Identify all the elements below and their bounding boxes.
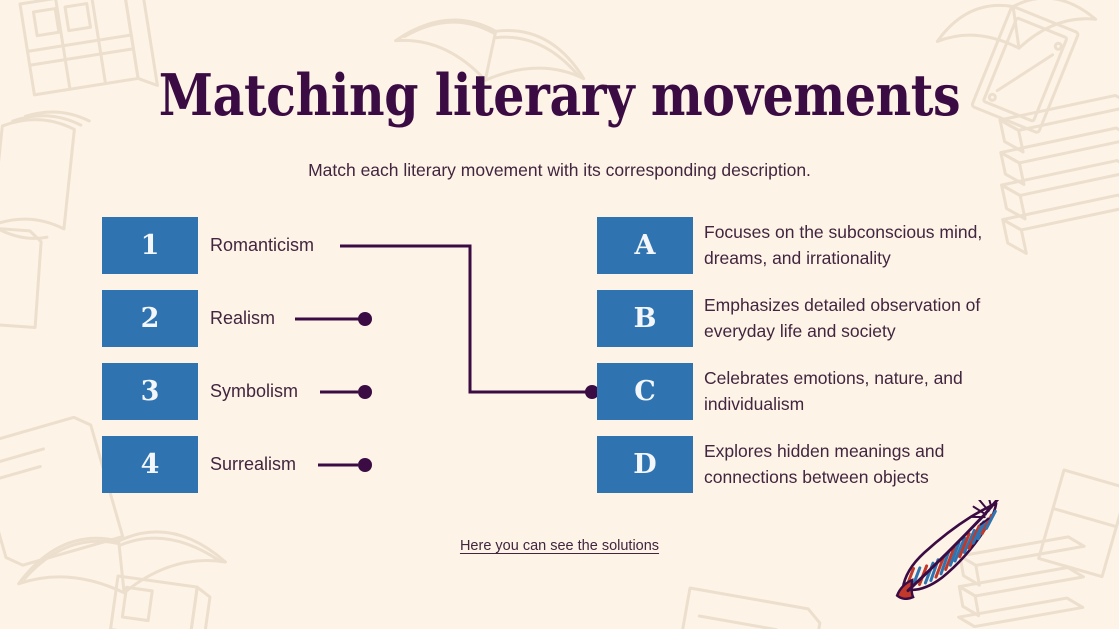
list-item[interactable]: 1 Romanticism [102, 217, 314, 274]
marker-label: 2 [140, 303, 160, 334]
connector-endpoint-4[interactable] [358, 458, 372, 472]
marker-chip-d[interactable]: D [597, 436, 693, 493]
list-item[interactable]: B Emphasizes detailed observation of eve… [597, 290, 1014, 347]
left-column: 1 Romanticism 2 Realism 3 Symbolism 4 Su… [102, 217, 314, 509]
movement-label-symbolism: Symbolism [210, 381, 299, 401]
marker-chip-1[interactable]: 1 [102, 217, 198, 274]
list-item[interactable]: 4 Surrealism [102, 436, 314, 493]
description-b: Emphasizes detailed observation of every… [704, 295, 981, 341]
movement-label-surrealism: Surrealism [210, 454, 297, 474]
page-title: Matching literary movements [158, 62, 961, 129]
list-item[interactable]: D Explores hidden meanings and connectio… [597, 436, 1014, 493]
list-item[interactable]: 3 Symbolism [102, 363, 314, 420]
feather-tuft [895, 578, 915, 600]
list-item[interactable]: 2 Realism [102, 290, 314, 347]
page-subtitle: Match each literary movement with its co… [308, 160, 811, 180]
marker-label: 3 [140, 376, 160, 407]
description-d: Explores hidden meanings and connections… [704, 441, 945, 487]
marker-label: 4 [140, 449, 160, 480]
list-item[interactable]: C Celebrates emotions, nature, and indiv… [597, 363, 1014, 420]
description-a: Focuses on the subconscious mind, dreams… [704, 222, 983, 268]
feather-icon [895, 500, 1010, 600]
marker-chip-2[interactable]: 2 [102, 290, 198, 347]
marker-label: 1 [140, 230, 160, 261]
solutions-link[interactable]: Here you can see the solutions [459, 538, 660, 554]
marker-chip-4[interactable]: 4 [102, 436, 198, 493]
movement-label-romanticism: Romanticism [210, 235, 315, 255]
connector-1-to-C[interactable] [340, 244, 588, 394]
marker-label: C [634, 376, 656, 407]
connector-endpoint-3[interactable] [358, 385, 372, 399]
right-column: A Focuses on the subconscious mind, drea… [597, 217, 1014, 509]
connector-endpoint-2[interactable] [358, 312, 372, 326]
list-item[interactable]: A Focuses on the subconscious mind, drea… [597, 217, 1014, 274]
marker-chip-a[interactable]: A [597, 217, 693, 274]
marker-label: B [633, 303, 657, 334]
marker-label: D [633, 449, 657, 480]
marker-chip-3[interactable]: 3 [102, 363, 198, 420]
marker-chip-c[interactable]: C [597, 363, 693, 420]
movement-label-realism: Realism [210, 308, 276, 328]
description-c: Celebrates emotions, nature, and individ… [704, 368, 963, 414]
marker-chip-b[interactable]: B [597, 290, 693, 347]
marker-label: A [634, 230, 656, 261]
